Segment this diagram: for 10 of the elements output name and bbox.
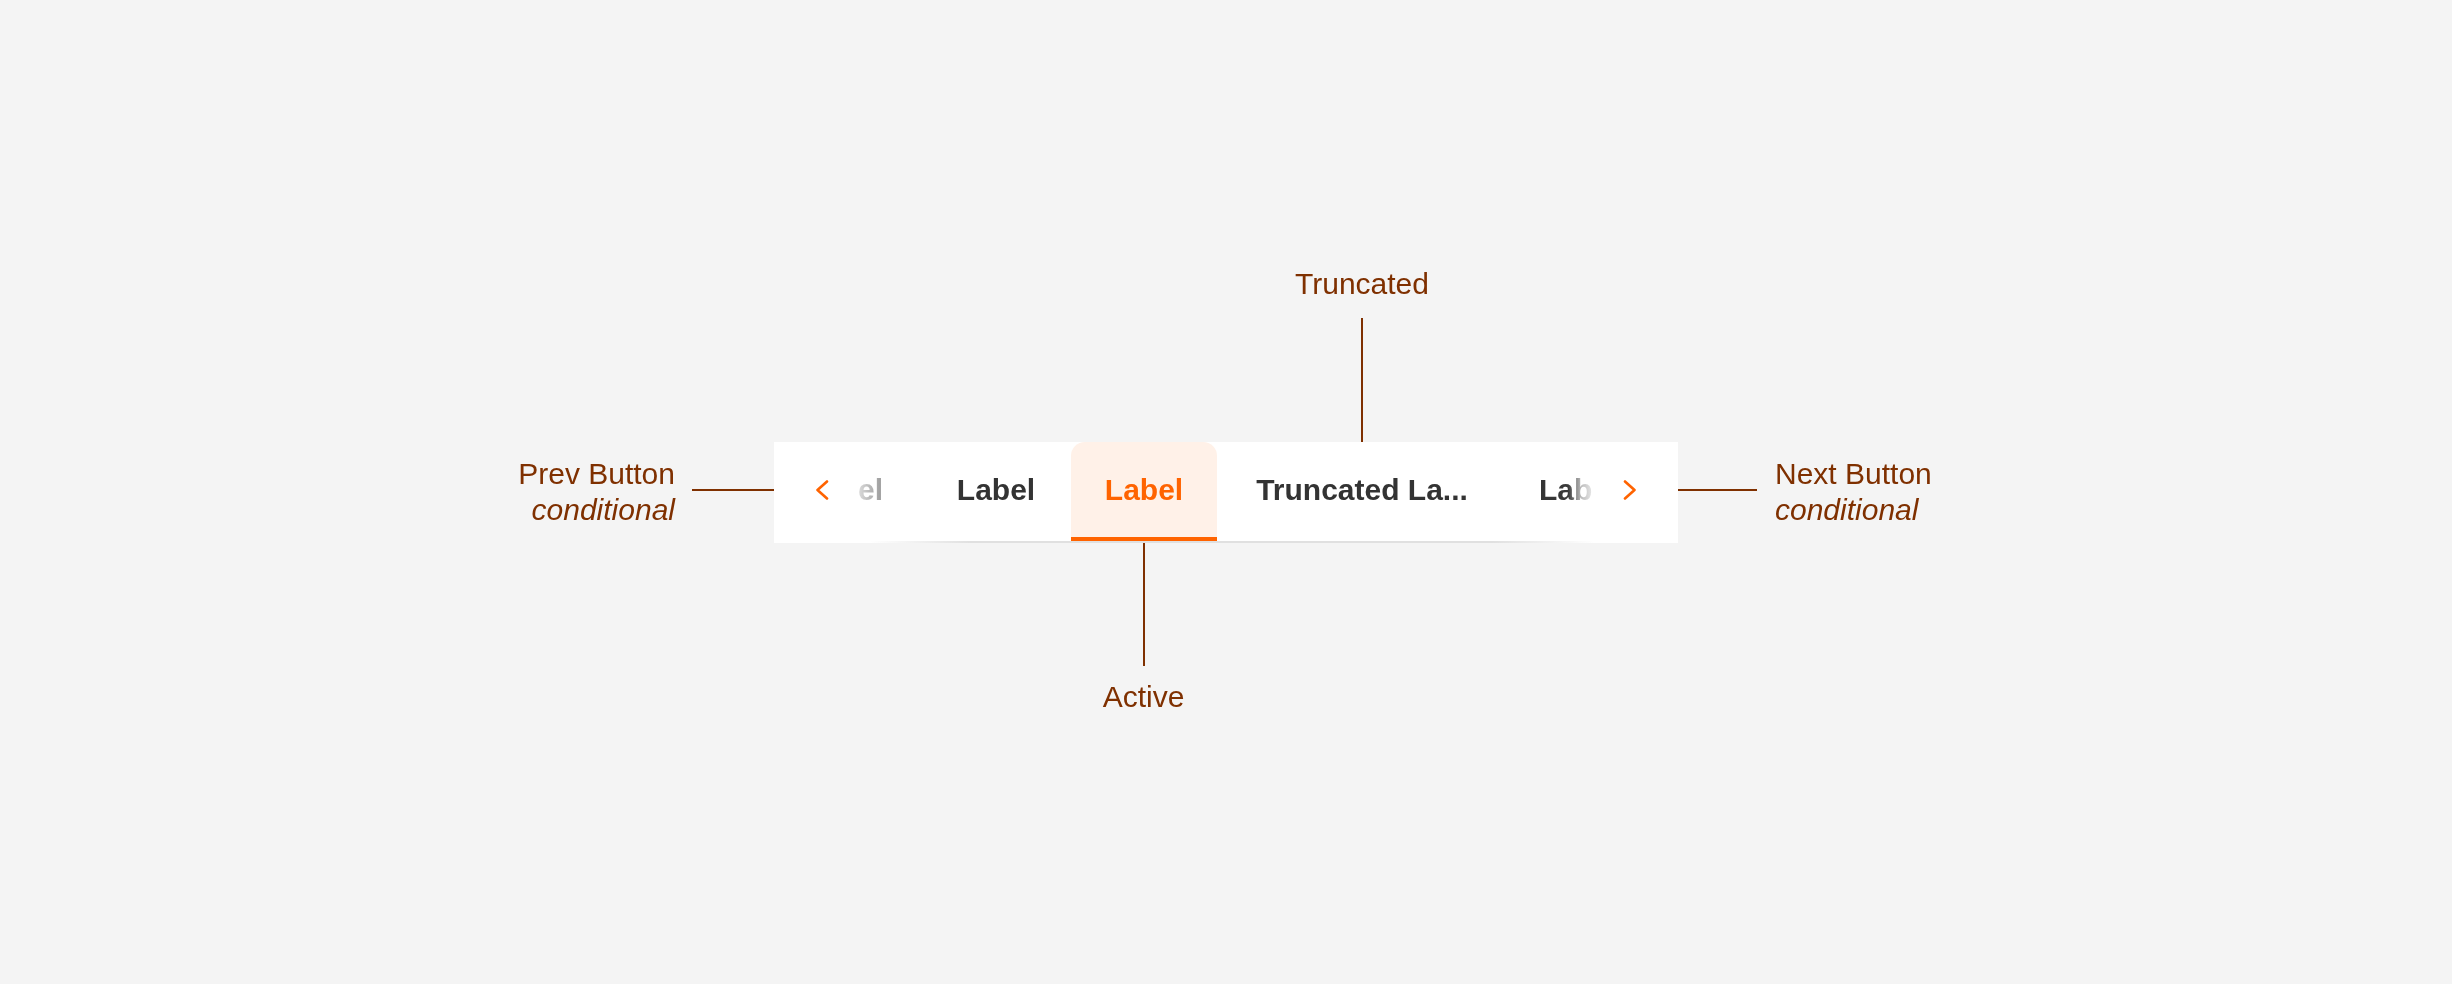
active-tab: Label bbox=[1071, 442, 1217, 541]
tab: Label bbox=[956, 463, 1036, 517]
callout-note: conditional bbox=[530, 492, 675, 528]
callout-label: Truncated bbox=[1295, 266, 1429, 302]
tab-bar bbox=[774, 442, 1678, 543]
callout-note: conditional bbox=[1775, 492, 1920, 528]
callout-label: Next Button bbox=[1775, 456, 1932, 492]
callout-label: Active bbox=[1102, 679, 1185, 715]
callout-label: Prev Button bbox=[518, 456, 675, 492]
tab: Truncated La... bbox=[1256, 463, 1468, 517]
